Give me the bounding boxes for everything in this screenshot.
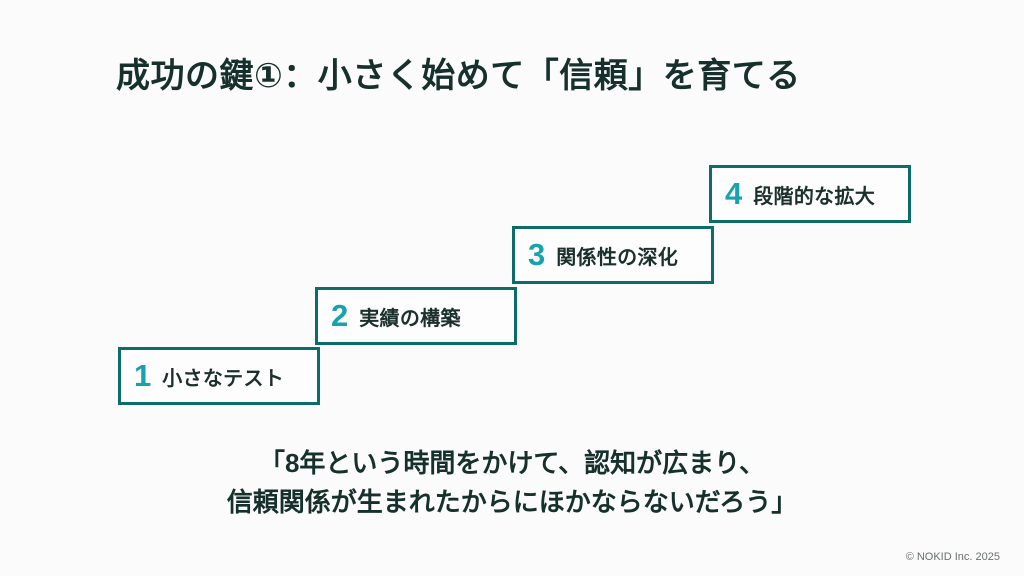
step-label-4: 段階的な拡大: [753, 185, 876, 208]
page-title: 成功の鍵①：小さく始めて「信頼」を育てる: [116, 57, 801, 95]
step-number-4: 4: [725, 175, 743, 211]
copyright-notice: © NOKID Inc. 2025: [905, 551, 1000, 563]
step-label-2: 実績の構築: [359, 307, 461, 330]
quote-block: 「8年という時間をかけて、認知が広まり、 信頼関係が生まれたからにほかならないだ…: [0, 444, 1024, 522]
staircase-diagram: 1 小さなテスト 2 実績の構築 3 関係性の深化 4 段階的な拡大: [118, 165, 911, 405]
quote-line-2: 信頼関係が生まれたからにほかならないだろう」: [226, 487, 798, 517]
step-number-1: 1: [134, 357, 152, 393]
step-label-3: 関係性の深化: [556, 246, 679, 269]
step-box-3: 3 関係性の深化: [512, 226, 714, 284]
step-box-4: 4 段階的な拡大: [709, 165, 911, 223]
step-box-2: 2 実績の構築: [315, 287, 517, 345]
step-number-3: 3: [528, 236, 546, 272]
step-number-2: 2: [331, 297, 349, 333]
step-label-1: 小さなテスト: [162, 367, 285, 390]
quote-line-1: 「8年という時間をかけて、認知が広まり、: [258, 448, 766, 478]
step-box-1: 1 小さなテスト: [118, 347, 320, 405]
